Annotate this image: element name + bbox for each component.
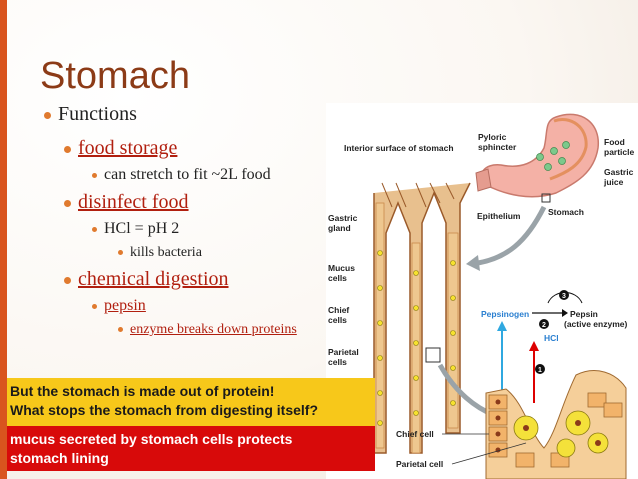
bullet-icon <box>44 111 51 119</box>
kills-bacteria-row: kills bacteria <box>118 245 202 261</box>
chief-label: Chief <box>328 305 349 315</box>
magnify-arrow-head <box>466 255 480 271</box>
food-storage-detail-row: can stretch to fit ~2L food <box>92 166 271 184</box>
chief-cell-label: Chief cell <box>396 429 434 439</box>
svg-text:1: 1 <box>538 367 542 374</box>
bullet-chemical-digestion: chemical digestion <box>64 268 229 291</box>
epithelium-label: Epithelium <box>477 211 521 221</box>
interior-surface-label: Interior surface of stomach <box>344 143 454 153</box>
bullet-icon <box>118 250 123 256</box>
parietal-cell-label: Parietal cell <box>396 459 443 469</box>
bullet-icon <box>92 303 97 309</box>
stomach-diagram: Pyloric sphincter Food particle Gastric … <box>326 103 638 479</box>
sphincter-label: sphincter <box>478 142 517 152</box>
bullet-icon <box>92 172 97 178</box>
svg-text:2: 2 <box>542 322 546 329</box>
juice-label: juice <box>603 177 624 187</box>
bullet-icon <box>64 145 71 153</box>
food-storage-detail: can stretch to fit ~2L food <box>104 166 271 183</box>
parietal-label: Parietal <box>328 347 359 357</box>
bullet-icon <box>64 199 71 207</box>
active-enzyme-label: (active enzyme) <box>564 319 627 329</box>
pepsin-text: pepsin <box>104 297 146 314</box>
mucus-cells-label: cells <box>328 273 347 283</box>
food-storage-heading: food storage <box>78 137 178 159</box>
hcl-label: HCl <box>544 333 559 343</box>
parietal-cells-label: cells <box>328 357 347 367</box>
chemical-digestion-heading: chemical digestion <box>78 268 229 290</box>
chief-cells-label: cells <box>328 315 347 325</box>
pepsinogen-label: Pepsinogen <box>481 309 529 319</box>
stomach-illustration <box>475 113 599 203</box>
hcl-detail-row: HCl = pH 2 <box>92 220 179 238</box>
enzyme-text: enzyme breaks down proteins <box>130 322 297 337</box>
svg-text:3: 3 <box>562 293 566 300</box>
question-line-1: But the stomach is made out of protein! <box>10 383 275 399</box>
question-box: But the stomach is made out of protein! … <box>7 378 375 426</box>
answer-line-2: stomach lining <box>10 450 109 466</box>
stomach-label: Stomach <box>548 207 584 217</box>
particle-label: particle <box>604 147 635 157</box>
gland-label: gland <box>328 223 351 233</box>
cell-detail-illustration <box>485 370 627 479</box>
gastric-gland-label: Gastric <box>328 213 358 223</box>
answer-line-1: mucus secreted by stomach cells protects <box>10 431 293 447</box>
disinfect-food-heading: disinfect food <box>78 191 189 213</box>
bullet-functions: Functions <box>44 103 137 126</box>
slide-title: Stomach <box>40 55 190 97</box>
bullet-icon <box>92 226 97 232</box>
pepsin-label: Pepsin <box>570 309 598 319</box>
answer-box: mucus secreted by stomach cells protects… <box>7 426 375 471</box>
bullet-icon <box>118 327 123 333</box>
accent-bar <box>0 0 7 479</box>
kills-bacteria-text: kills bacteria <box>130 245 202 260</box>
question-line-2: What stops the stomach from digesting it… <box>10 402 319 418</box>
step-2-marker <box>539 319 549 329</box>
pepsin-row: pepsin <box>92 297 146 315</box>
hcl-detail: HCl = pH 2 <box>104 220 180 237</box>
mucus-label: Mucus <box>328 263 355 273</box>
gastric-juice-label: Gastric <box>604 167 634 177</box>
magnify-arrow <box>477 205 547 266</box>
gastric-gland-illustration <box>373 182 471 454</box>
enzyme-row: enzyme breaks down proteins <box>118 322 326 338</box>
bullet-disinfect-food: disinfect food <box>64 191 189 214</box>
bullet-food-storage: food storage <box>64 137 177 160</box>
step-3-marker <box>559 290 569 300</box>
food-label: Food <box>604 137 625 147</box>
step-1-marker <box>535 364 545 374</box>
pyloric-label: Pyloric <box>478 132 507 142</box>
bullet-icon <box>64 276 71 284</box>
functions-label: Functions <box>58 103 137 125</box>
